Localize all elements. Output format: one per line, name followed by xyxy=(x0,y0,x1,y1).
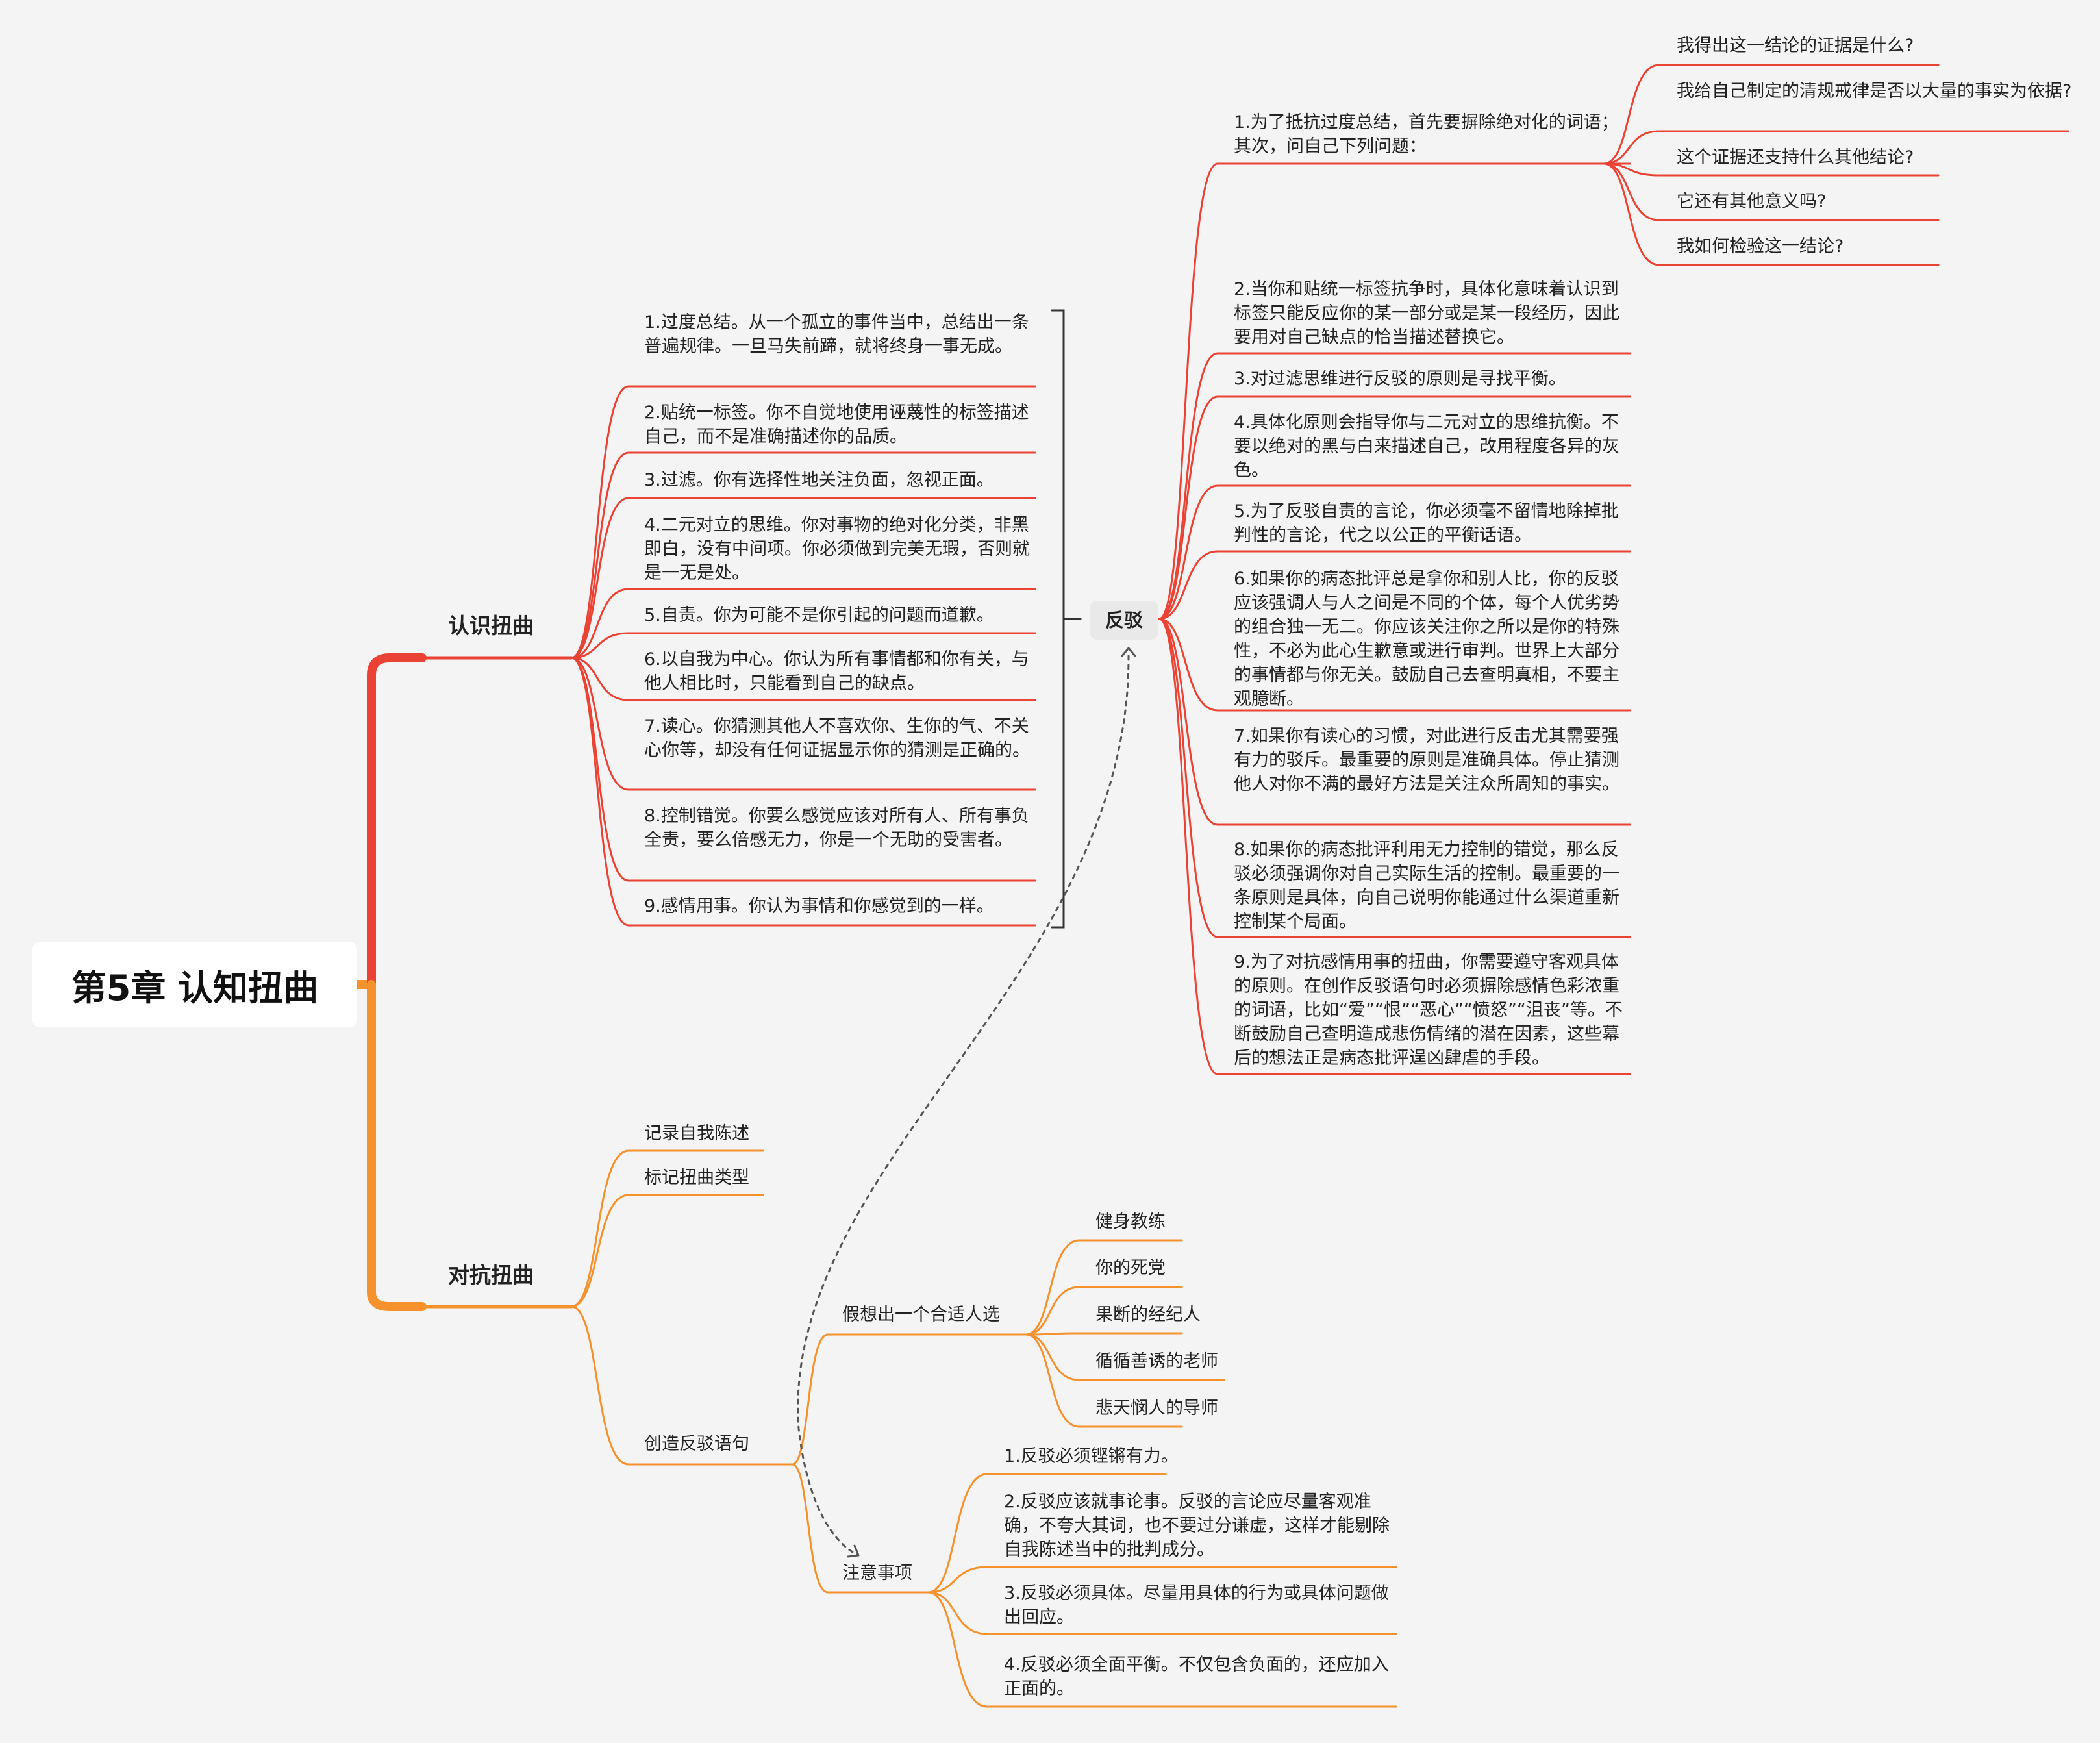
rebuttal-item: 1.为了抵抗过度总结，首先要摒除绝对化的词语；其次，问自己下列问题： xyxy=(1234,112,1619,157)
distortion-item: 4.二元对立的思维。你对事物的绝对化分类，非黑即白，没有中间项。你必须做到完美无… xyxy=(644,515,1030,583)
question-item: 这个证据还支持什么其他结论? xyxy=(1677,147,1914,168)
counter-item: 标记扭曲类型 xyxy=(644,1168,749,1188)
rebuttal-node: 反驳 xyxy=(1090,601,1159,640)
question-item: 我得出这一结论的证据是什么? xyxy=(1677,36,1914,56)
imagine-item: 健身教练 xyxy=(1095,1212,1166,1232)
counter-item: 记录自我陈述 xyxy=(644,1123,749,1144)
notes-node: 注意事项 xyxy=(842,1563,912,1583)
distortion-item: 6.以自我为中心。你认为所有事情都和你有关，与他人相比时，只能看到自己的缺点。 xyxy=(644,649,1029,694)
distortion-item: 9.感情用事。你认为事情和你感觉到的一样。 xyxy=(644,896,994,916)
rebuttal-item: 5.为了反驳自责的言论，你必须毫不留情地除掉批判性的言论，代之以公正的平衡话语。 xyxy=(1234,501,1619,545)
imagine-item: 循循善诱的老师 xyxy=(1095,1351,1218,1372)
rebuttal-item: 8.如果你的病态批评利用无力控制的错觉，那么反驳必须强调你对自己实际生活的控制。… xyxy=(1234,840,1619,932)
distortion-item: 3.过滤。你有选择性地关注负面，忽视正面。 xyxy=(644,470,994,490)
branch-distortions-label: 认识扭曲 xyxy=(448,613,534,638)
note-item: 3.反驳必须具体。尽量用具体的行为或具体问题做出回应。 xyxy=(1004,1583,1389,1627)
question-item: 我如何检验这一结论? xyxy=(1677,236,1844,257)
distortion-item: 7.读心。你猜测其他人不喜欢你、生你的气、不关心你等，却没有任何证据显示你的猜测… xyxy=(644,716,1030,760)
distortion-item: 8.控制错觉。你要么感觉应该对所有人、所有事负全责，要么倍感无力，你是一个无助的… xyxy=(644,806,1029,850)
counter-item: 创造反驳语句 xyxy=(644,1434,749,1454)
rebuttal-item: 7.如果你有读心的习惯，对此进行反击尤其需要强有力的驳斥。最重要的原则是准确具体… xyxy=(1234,726,1619,794)
imagine-item: 你的死党 xyxy=(1095,1258,1166,1278)
root-title: 第5章 认知扭曲 xyxy=(32,942,357,1027)
imagine-item: 果断的经纪人 xyxy=(1095,1305,1201,1325)
note-item: 4.反驳必须全面平衡。不仅包含负面的，还应加入正面的。 xyxy=(1004,1655,1389,1699)
distortion-item: 1.过度总结。从一个孤立的事件当中，总结出一条普遍规律。一旦马失前蹄，就将终身一… xyxy=(644,312,1029,357)
distortion-item: 5.自责。你为可能不是你引起的问题而道歉。 xyxy=(644,605,994,625)
note-item: 2.反驳应该就事论事。反驳的言论应尽量客观准确，不夸大其词，也不要过分谦虚，这样… xyxy=(1004,1492,1390,1560)
question-item: 我给自己制定的清规戒律是否以大量的事实为依据? xyxy=(1677,81,2072,101)
rebuttal-item: 9.为了对抗感情用事的扭曲，你需要遵守客观具体的原则。在创作反驳语句时必须摒除感… xyxy=(1234,952,1623,1068)
branch-counter-label: 对抗扭曲 xyxy=(448,1262,534,1288)
distortion-item: 2.贴统一标签。你不自觉地使用诬蔑性的标签描述自己，而不是准确描述你的品质。 xyxy=(644,403,1029,447)
rebuttal-item: 3.对过滤思维进行反驳的原则是寻找平衡。 xyxy=(1234,369,1566,389)
imagine-item: 悲天悯人的导师 xyxy=(1095,1398,1218,1418)
rebuttal-item: 6.如果你的病态批评总是拿你和别人比，你的反驳应该强调人与人之间是不同的个体，每… xyxy=(1234,569,1619,709)
imagine-node: 假想出一个合适人选 xyxy=(842,1305,1000,1325)
question-item: 它还有其他意义吗? xyxy=(1677,192,1827,212)
rebuttal-item: 2.当你和贴统一标签抗争时，具体化意味着认识到标签只能反应你的某一部分或是某一段… xyxy=(1234,279,1619,347)
note-item: 1.反驳必须铿锵有力。 xyxy=(1004,1446,1179,1466)
rebuttal-item: 4.具体化原则会指导你与二元对立的思维抗衡。不要以绝对的黑与白来描述自己，改用程… xyxy=(1234,412,1619,481)
